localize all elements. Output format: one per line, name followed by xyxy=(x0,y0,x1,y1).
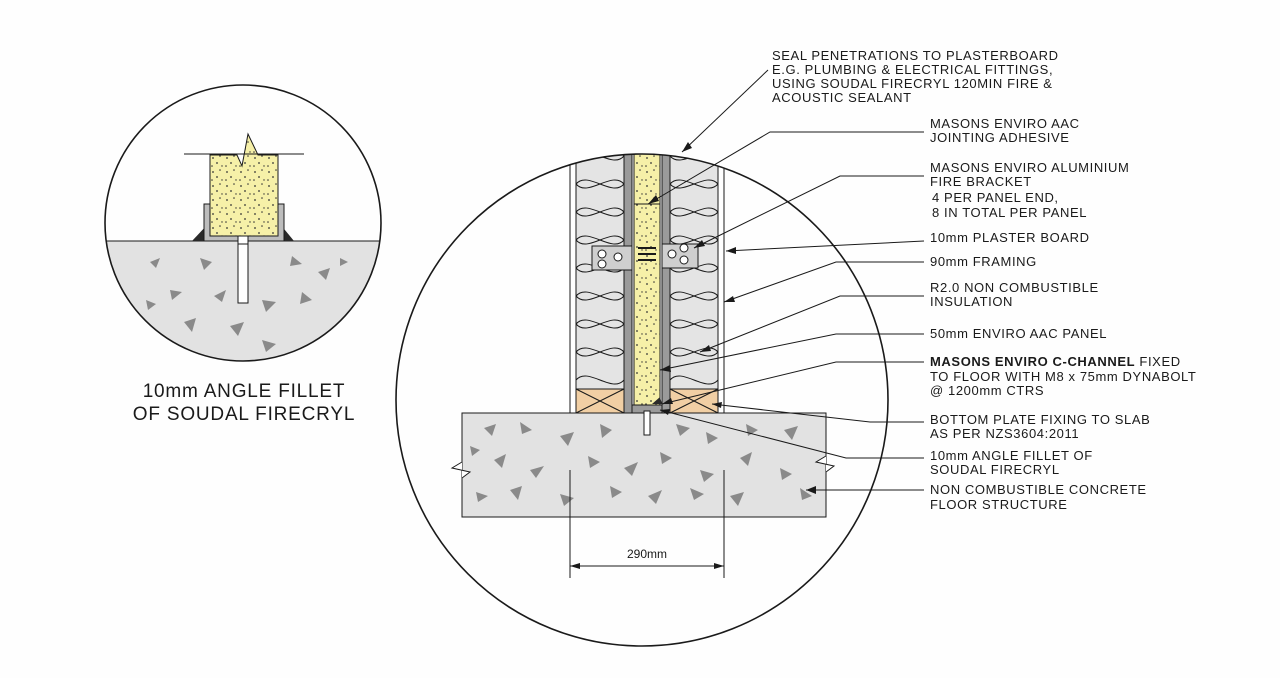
callout-cchannel: MASONS ENVIRO C-CHANNEL FIXED TO FLOOR W… xyxy=(930,354,1200,398)
plasterboard-right xyxy=(717,154,725,414)
inset-caption-line1: 10mm ANGLE FILLET xyxy=(143,381,346,402)
callout-adhesive: MASONS ENVIRO AAC JOINTING ADHESIVE xyxy=(930,116,1084,145)
callout-insulation: R2.0 NON COMBUSTIBLE INSULATION xyxy=(930,280,1103,309)
width-dimension: 290mm xyxy=(569,470,725,578)
callout-floor: NON COMBUSTIBLE CONCRETE FLOOR STRUCTURE xyxy=(930,482,1151,512)
bottom-plate-left xyxy=(575,388,625,414)
leader-lines xyxy=(647,69,925,494)
fillet-sealant xyxy=(652,397,662,404)
main-section: 290mm xyxy=(395,153,889,647)
dynabolt xyxy=(643,410,651,436)
main-circle xyxy=(395,153,889,647)
callout-labels: SEAL PENETRATIONS TO PLASTERBOARD E.G. P… xyxy=(772,48,1200,512)
callout-fillet: 10mm ANGLE FILLET OF SOUDAL FIRECRYL xyxy=(930,448,1097,477)
bracket-clips xyxy=(638,247,656,261)
callout-framing: 90mm FRAMING xyxy=(930,254,1037,269)
callout-plasterboard: 10mm PLASTER BOARD xyxy=(930,230,1090,245)
callout-seal: SEAL PENETRATIONS TO PLASTERBOARD E.G. P… xyxy=(772,48,1063,105)
width-dimension-label: 290mm xyxy=(627,547,667,561)
concrete-aggregate xyxy=(470,422,812,506)
inset-bolt xyxy=(237,240,249,304)
fire-bracket-right xyxy=(661,243,699,269)
inset-caption-line2: OF SOUDAL FIRECRYL xyxy=(133,404,355,425)
callout-bracket: MASONS ENVIRO ALUMINIUM FIRE BRACKET 4 P… xyxy=(930,160,1134,220)
fire-bracket-left xyxy=(591,245,633,271)
inset-circle xyxy=(104,84,382,362)
callout-bottomplate: BOTTOM PLATE FIXING TO SLAB AS PER NZS36… xyxy=(930,412,1155,441)
callout-panel: 50mm ENVIRO AAC PANEL xyxy=(930,326,1107,341)
inset-detail: 10mm ANGLE FILLET OF SOUDAL FIRECRYL xyxy=(104,84,382,425)
